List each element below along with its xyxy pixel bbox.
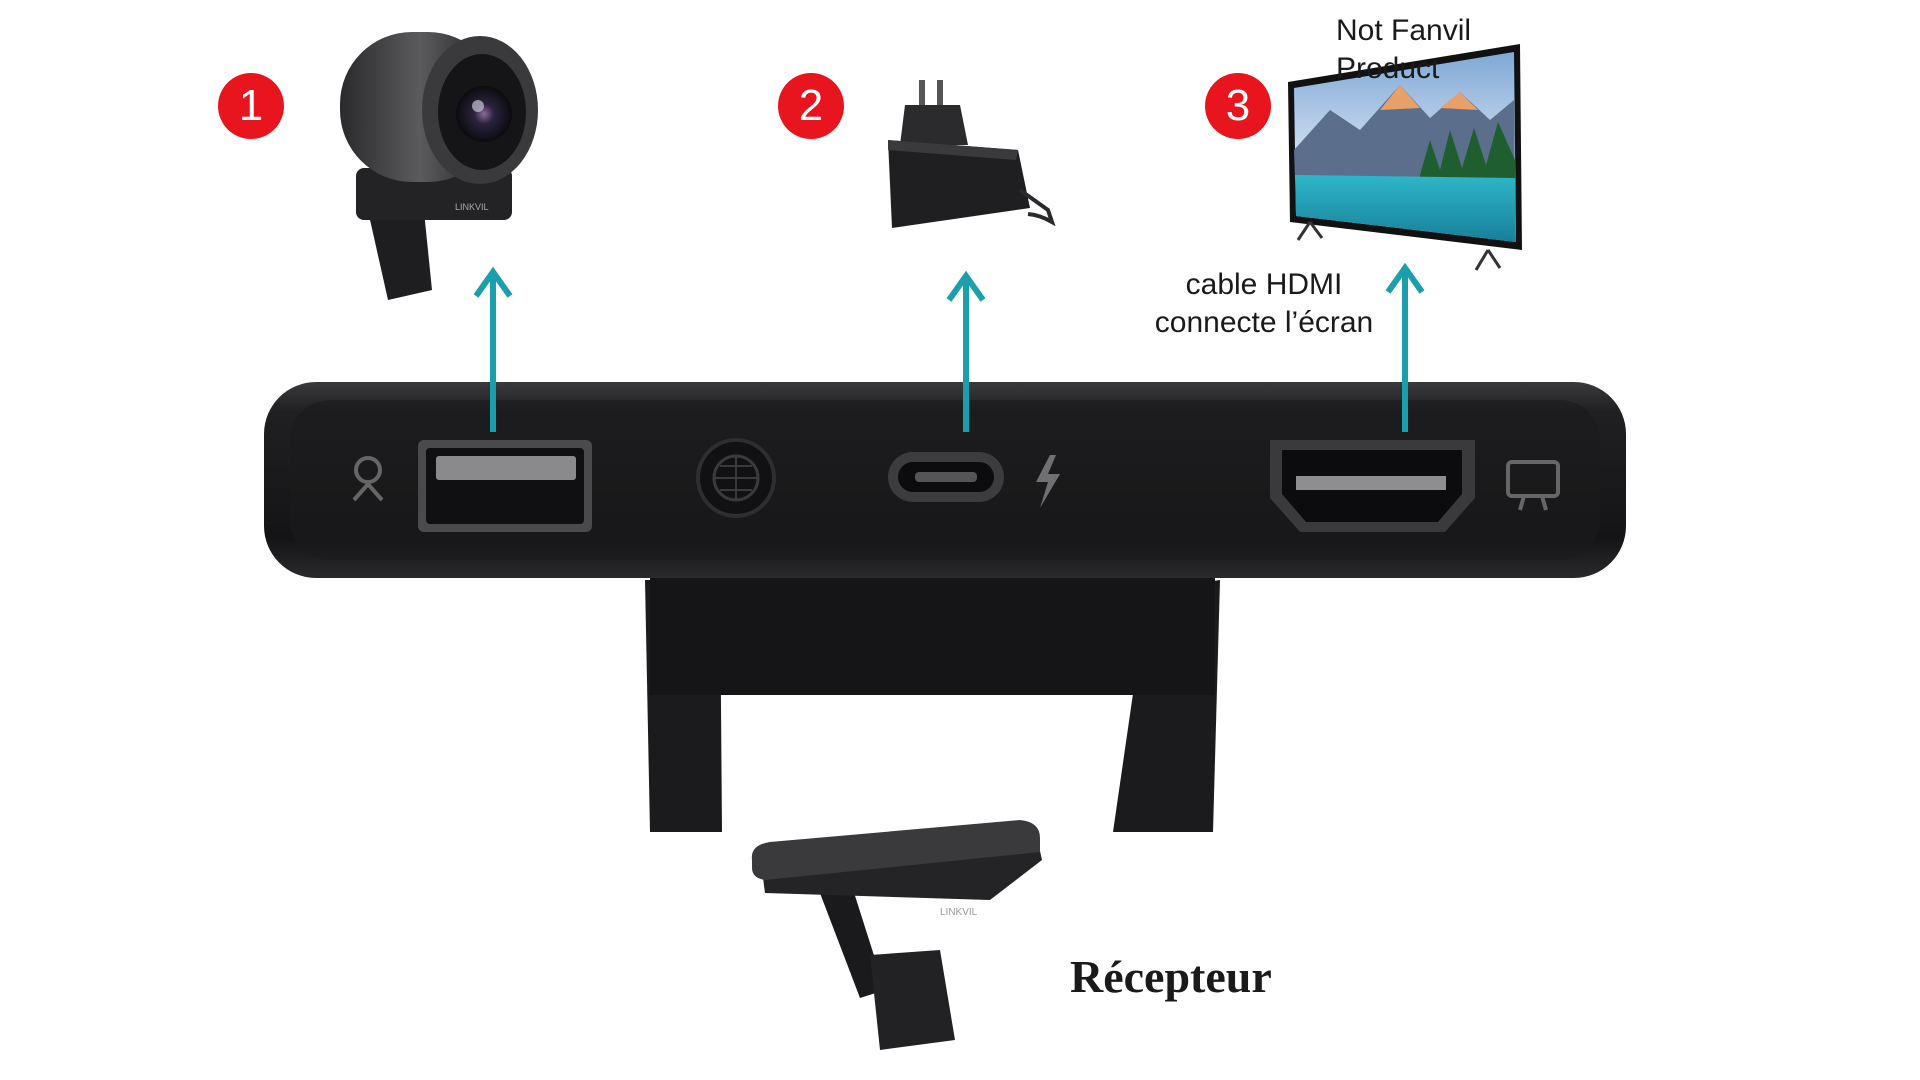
arrow-usbc-to-adapter: [946, 270, 986, 432]
step-1-badge: 1: [218, 73, 284, 139]
hdmi-port: [1270, 440, 1475, 532]
step-2-badge: 2: [778, 73, 844, 139]
hdmi-cable-line2: connecte l’écran: [1154, 306, 1374, 339]
arrow-hdmi-to-tv: [1385, 262, 1425, 432]
receiver-brand-text: LINKVIL: [940, 907, 978, 918]
receiver-label: Récepteur: [1070, 951, 1272, 1002]
webcam-brand-text: LINKVIL: [455, 202, 489, 212]
screen-note-line2: Product: [1336, 52, 1440, 85]
usb-a-port: [418, 440, 592, 532]
tv-screen: [1288, 44, 1522, 271]
hdmi-cable-line1: cable HDMI: [1185, 268, 1343, 301]
hdmi-cable-label: cable HDMI connecte l’écran: [1124, 266, 1404, 342]
usb-c-port: [888, 452, 1004, 502]
screen-note-line1: Not Fanvil: [1336, 14, 1472, 47]
receiver-thumbnail: LINKVIL: [751, 820, 1042, 1050]
screen-note: Not Fanvil Product: [1336, 12, 1556, 88]
pairing-button: [696, 438, 776, 518]
webcam-port-symbol-icon: [352, 456, 384, 502]
monitor-icon: [1506, 460, 1560, 511]
arrow-usb-to-webcam: [473, 266, 513, 432]
lightning-icon: [1036, 455, 1060, 508]
step-3-badge: 3: [1205, 73, 1271, 139]
webcam-icon: LINKVIL: [340, 32, 538, 300]
power-adapter: [888, 80, 1056, 228]
